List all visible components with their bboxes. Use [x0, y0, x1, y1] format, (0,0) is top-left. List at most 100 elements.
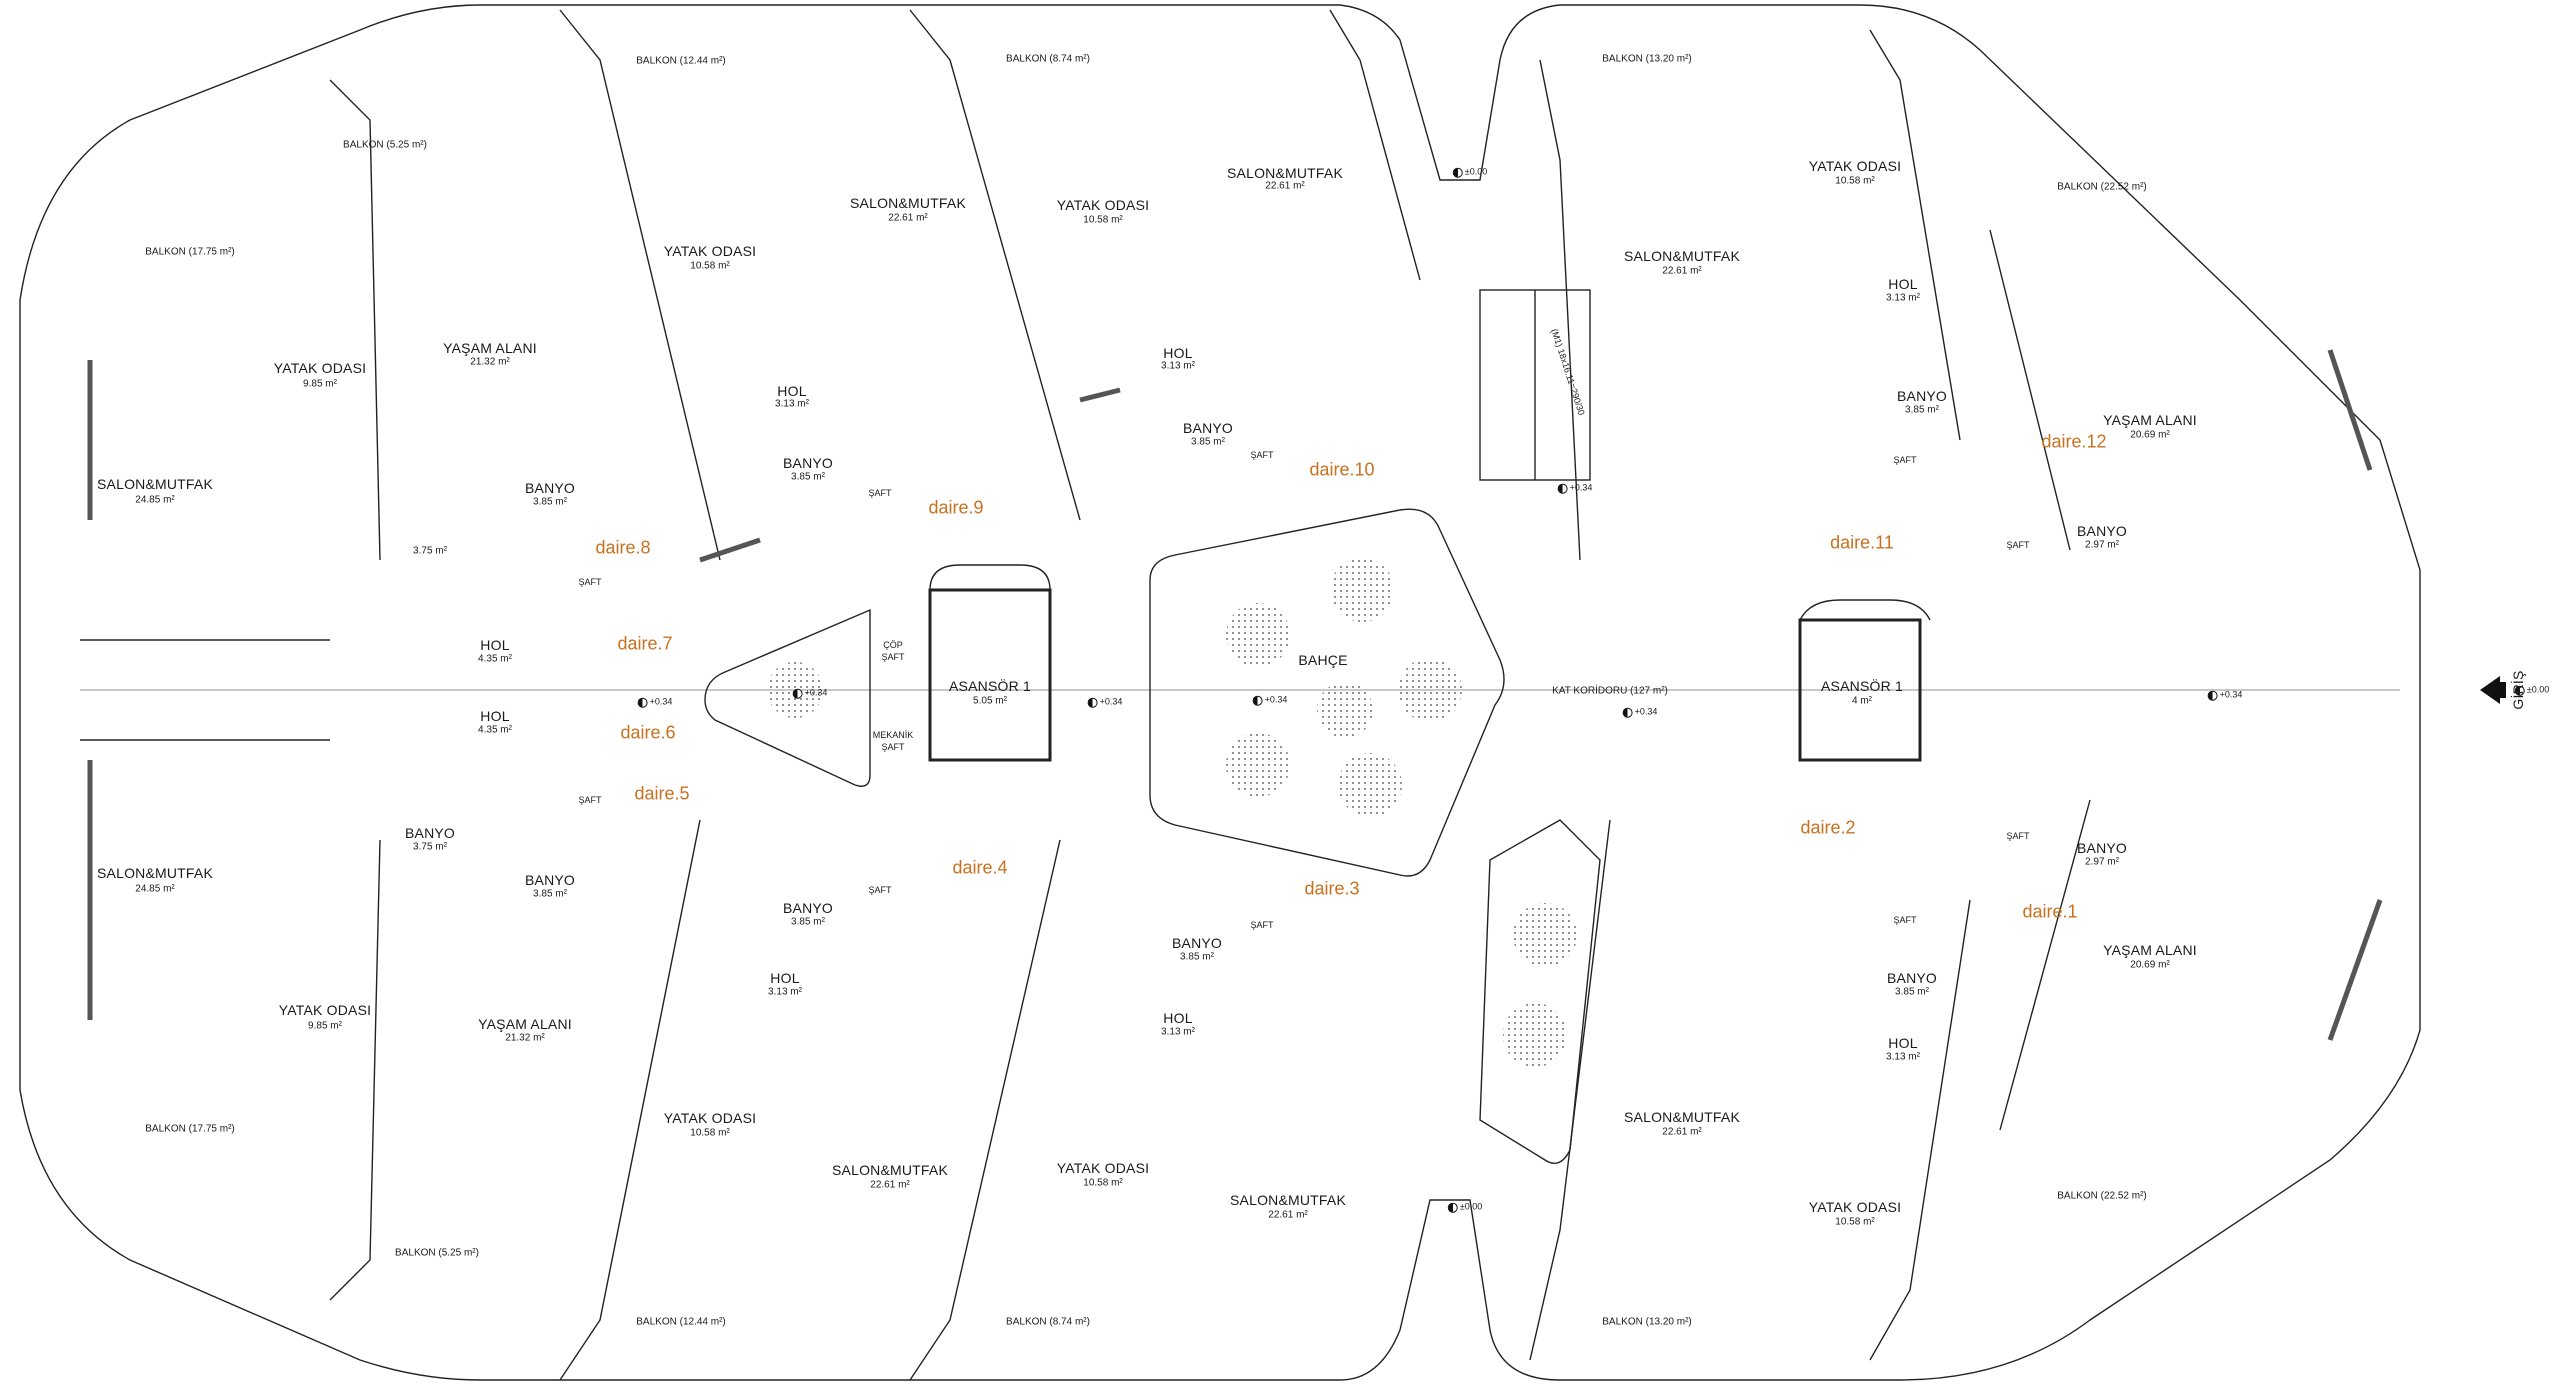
balcony-label: BALKON (12.44 m²): [636, 1316, 726, 1328]
level-marker: ±0.00: [2515, 685, 2549, 696]
level-marker: +0.34: [1558, 483, 1593, 494]
balcony-label: BALKON (5.25 m²): [395, 1247, 479, 1259]
unit-label: daire.8: [595, 537, 651, 558]
room-yasam-alani: YAŞAM ALANI: [443, 340, 537, 356]
saft-label: ŞAFT: [1893, 915, 1917, 925]
area: 10.58 m²: [1083, 1177, 1123, 1189]
balcony-label: BALKON (8.74 m²): [1006, 53, 1090, 65]
room-salon-mutfak: SALON&MUTFAK: [850, 195, 966, 211]
area: 22.61 m²: [1268, 1209, 1308, 1221]
room-hol: HOL: [1888, 1035, 1918, 1051]
balcony-label: BALKON (22.52 m²): [2057, 1190, 2147, 1202]
room-yatak-odasi: YATAK ODASI: [1056, 197, 1150, 213]
area: 22.61 m²: [870, 1179, 910, 1191]
entrance-label: GİRİŞ: [2510, 670, 2526, 710]
room-yasam-alani: YAŞAM ALANI: [2103, 942, 2197, 958]
unit-label: daire.11: [1830, 532, 1894, 553]
room-hol: HOL: [1163, 1010, 1193, 1026]
area: 22.61 m²: [1662, 265, 1702, 277]
area: 10.58 m²: [1835, 1216, 1875, 1228]
room-salon-mutfak: SALON&MUTFAK: [832, 1162, 948, 1178]
room-hol: HOL: [770, 970, 800, 986]
area: 3.13 m²: [1886, 292, 1920, 304]
area: 3.85 m²: [1895, 986, 1929, 998]
area: 3.13 m²: [1161, 360, 1195, 372]
area: 4.35 m²: [478, 724, 512, 736]
area: 20.69 m²: [2130, 429, 2170, 441]
area: 22.61 m²: [1662, 1126, 1702, 1138]
unit-label: daire.12: [2041, 431, 2107, 452]
saft-label: ŞAFT: [1250, 920, 1274, 930]
room-banyo: BANYO: [1886, 970, 1938, 986]
area: 3.85 m²: [533, 888, 567, 900]
room-salon-mutfak: SALON&MUTFAK: [1624, 248, 1740, 264]
area: 9.85 m²: [303, 378, 337, 390]
area: 10.58 m²: [690, 260, 730, 272]
area: 3.85 m²: [1905, 404, 1939, 416]
area: 3.85 m²: [791, 471, 825, 483]
area: 22.61 m²: [888, 212, 928, 224]
balcony-label: BALKON (17.75 m²): [145, 1123, 235, 1135]
saft-label: ŞAFT: [578, 795, 602, 805]
room-hol: HOL: [1163, 345, 1193, 361]
balcony-label: BALKON (17.75 m²): [145, 246, 235, 258]
mekanik-label: MEKANİK: [872, 730, 914, 740]
room-yatak-odasi: YATAK ODASI: [1808, 1199, 1902, 1215]
area: 3.13 m²: [768, 986, 802, 998]
unit-label: daire.6: [620, 722, 676, 743]
room-salon-mutfak: SALON&MUTFAK: [97, 476, 213, 492]
area: 3.13 m²: [775, 398, 809, 410]
area: 3.85 m²: [791, 916, 825, 928]
level-marker: +0.34: [1623, 707, 1658, 718]
area: 10.58 m²: [1835, 175, 1875, 187]
room-hol: HOL: [480, 637, 510, 653]
balcony-label: BALKON (12.44 m²): [636, 55, 726, 67]
area: 20.69 m²: [2130, 959, 2170, 971]
area: 4 m²: [1852, 695, 1872, 707]
level-marker: +0.34: [2208, 690, 2243, 701]
area: 3.13 m²: [1161, 1026, 1195, 1038]
area: 24.85 m²: [135, 494, 175, 506]
level-marker: ±0.00: [1448, 1202, 1482, 1213]
area: 5.05 m²: [973, 695, 1007, 707]
area: 21.32 m²: [505, 1032, 545, 1044]
building-outline: [19, 4, 2421, 1381]
unit-label: daire.5: [634, 783, 690, 804]
room-hol: HOL: [777, 383, 807, 399]
unit-label: daire.3: [1304, 878, 1360, 899]
saft-label: ŞAFT: [881, 652, 905, 662]
level-marker: +0.34: [793, 688, 828, 699]
room-banyo: BANYO: [524, 480, 576, 496]
saft-label: ŞAFT: [868, 488, 892, 498]
area: 22.61 m²: [1265, 180, 1305, 192]
room-banyo: BANYO: [2076, 523, 2128, 539]
corridor-label: KAT KORİDORU (127 m²): [1552, 685, 1668, 697]
balcony-label: BALKON (8.74 m²): [1006, 1316, 1090, 1328]
entry-arrow: [2480, 676, 2500, 704]
saft-label: ŞAFT: [2006, 831, 2030, 841]
room-hol: HOL: [480, 708, 510, 724]
room-banyo: BANYO: [1182, 420, 1234, 436]
area: 3.75 m²: [413, 545, 447, 557]
balcony-label: BALKON (22.52 m²): [2057, 181, 2147, 193]
area: 3.13 m²: [1886, 1051, 1920, 1063]
unit-label: daire.4: [952, 857, 1008, 878]
cop-label: ÇÖP: [883, 640, 903, 650]
room-banyo: BANYO: [2076, 840, 2128, 856]
room-banyo: BANYO: [782, 900, 834, 916]
room-yatak-odasi: YATAK ODASI: [663, 1110, 757, 1126]
area: 2.97 m²: [2085, 856, 2119, 868]
garden-outline: [1149, 508, 1505, 877]
room-yatak-odasi: YATAK ODASI: [663, 243, 757, 259]
room-yatak-odasi: YATAK ODASI: [278, 1002, 372, 1018]
level-marker: +0.34: [1253, 695, 1288, 706]
room-banyo: BANYO: [404, 825, 456, 841]
room-yatak-odasi: YATAK ODASI: [1056, 1160, 1150, 1176]
room-banyo: BANYO: [782, 455, 834, 471]
room-salon-mutfak: SALON&MUTFAK: [1227, 165, 1343, 181]
area: 2.97 m²: [2085, 539, 2119, 551]
level-marker: +0.34: [638, 697, 673, 708]
balcony-label: BALKON (13.20 m²): [1602, 53, 1692, 65]
area: 10.58 m²: [1083, 214, 1123, 226]
